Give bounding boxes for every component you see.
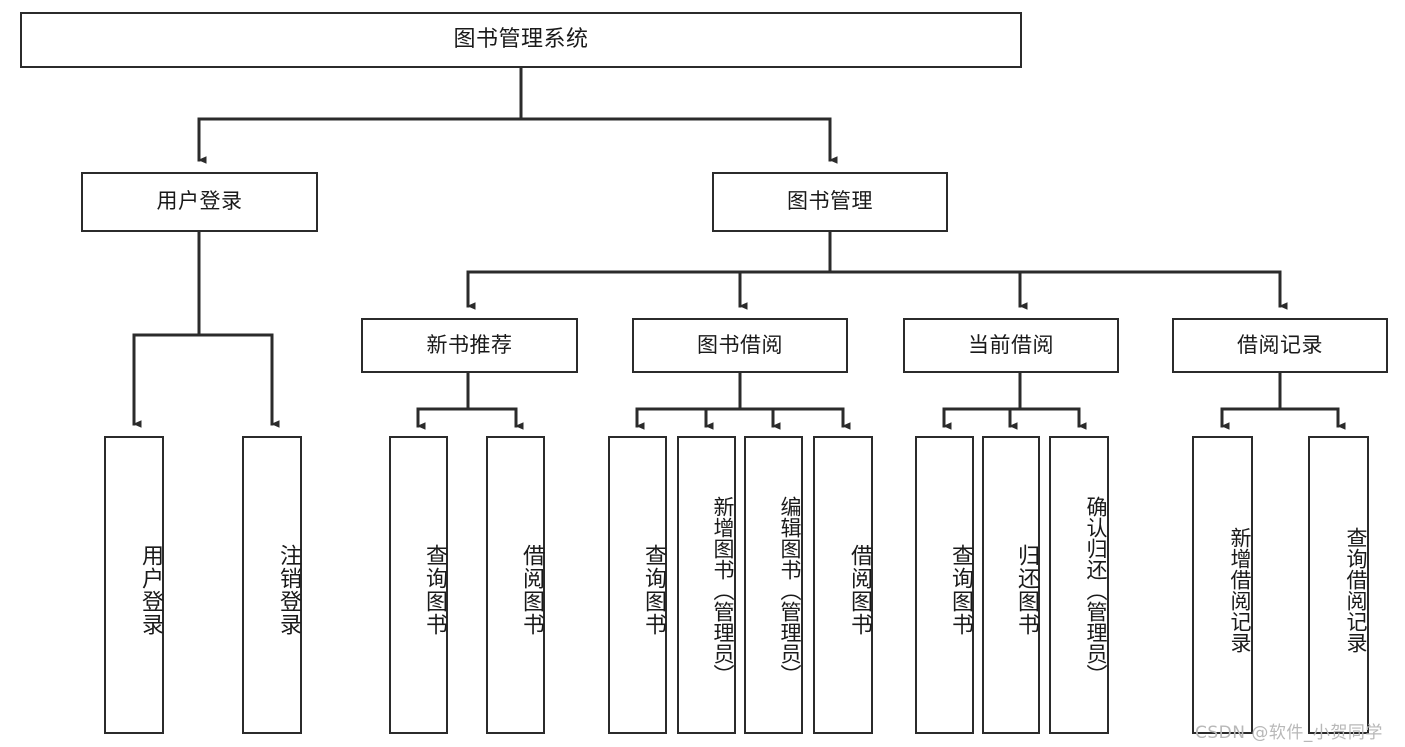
node-new-book-recommend[interactable]: 新书推荐	[361, 318, 578, 373]
node-label: 图书管理	[787, 189, 873, 214]
node-root-system[interactable]: 图书管理系统	[20, 12, 1022, 68]
node-label: 确认归还（管理员）	[1084, 495, 1108, 685]
node-label: 编辑图书（管理员）	[778, 495, 802, 685]
leaf-logout[interactable]: 注销登录	[242, 436, 302, 734]
node-label: 新书推荐	[426, 332, 513, 357]
node-label: 借阅记录	[1237, 332, 1323, 357]
node-label: 查询借阅记录	[1344, 527, 1368, 653]
node-label: 图书借阅	[697, 332, 783, 357]
leaf-borrow-borrow-book[interactable]: 借阅图书	[813, 436, 873, 734]
node-label: 查询图书	[641, 544, 666, 636]
node-label: 查询图书	[948, 544, 973, 636]
leaf-current-confirm-return-admin[interactable]: 确认归还（管理员）	[1049, 436, 1109, 734]
node-label: 用户登录	[138, 544, 163, 636]
node-book-management[interactable]: 图书管理	[712, 172, 948, 232]
node-label: 用户登录	[156, 189, 243, 214]
leaf-user-login[interactable]: 用户登录	[104, 436, 164, 734]
node-current-borrow[interactable]: 当前借阅	[903, 318, 1119, 373]
node-borrow-record[interactable]: 借阅记录	[1172, 318, 1388, 373]
node-book-borrow[interactable]: 图书借阅	[632, 318, 848, 373]
leaf-record-query-record[interactable]: 查询借阅记录	[1308, 436, 1369, 734]
leaf-current-return-book[interactable]: 归还图书	[982, 436, 1040, 734]
leaf-current-query-book[interactable]: 查询图书	[915, 436, 974, 734]
leaf-newbook-query-book[interactable]: 查询图书	[389, 436, 448, 734]
node-label: 借阅图书	[519, 544, 544, 636]
leaf-borrow-add-book-admin[interactable]: 新增图书（管理员）	[677, 436, 736, 734]
node-label: 查询图书	[422, 544, 447, 636]
leaf-newbook-borrow-book[interactable]: 借阅图书	[486, 436, 545, 734]
leaf-borrow-edit-book-admin[interactable]: 编辑图书（管理员）	[744, 436, 803, 734]
node-user-login[interactable]: 用户登录	[81, 172, 318, 232]
leaf-borrow-query-book[interactable]: 查询图书	[608, 436, 667, 734]
node-label: 当前借阅	[968, 332, 1054, 357]
leaf-record-add-record[interactable]: 新增借阅记录	[1192, 436, 1253, 734]
csdn-watermark: CSDN @软件_小贺同学	[1195, 723, 1383, 743]
node-label: 新增图书（管理员）	[711, 495, 735, 685]
node-label: 注销登录	[276, 544, 301, 636]
node-label: 新增借阅记录	[1228, 527, 1252, 653]
node-label: 借阅图书	[847, 544, 872, 636]
node-label: 图书管理系统	[453, 26, 589, 52]
node-label: 归还图书	[1014, 544, 1039, 636]
